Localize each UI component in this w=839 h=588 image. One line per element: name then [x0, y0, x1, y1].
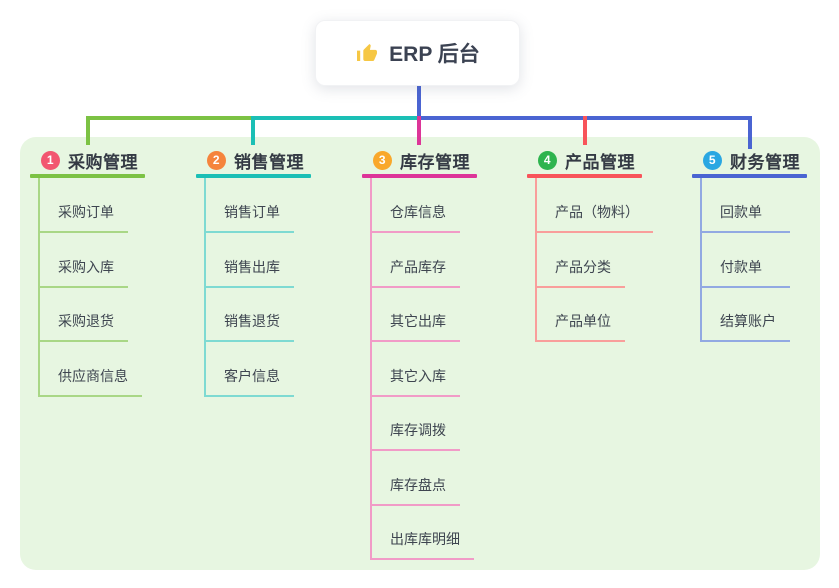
root-node[interactable]: ERP 后台 — [315, 20, 520, 86]
branch-node[interactable]: 2 销售管理 — [207, 148, 304, 172]
connector-stub — [748, 116, 752, 149]
root-connector-line — [417, 85, 421, 118]
child-node[interactable]: 其它出库 — [370, 311, 460, 342]
connector-stub — [86, 116, 90, 145]
branch-number-badge: 1 — [41, 150, 60, 170]
child-node[interactable]: 其它入库 — [370, 366, 460, 397]
branch-number-badge: 4 — [538, 150, 557, 170]
branch-trunk-line — [535, 178, 537, 342]
branch-underline — [196, 174, 311, 178]
connector-stub — [251, 116, 255, 145]
branch-underline — [30, 174, 145, 178]
branch-underline — [362, 174, 477, 178]
connector-stub — [583, 116, 587, 145]
branch-number-badge: 5 — [703, 150, 722, 170]
child-node[interactable]: 销售出库 — [204, 257, 294, 288]
child-node[interactable]: 采购退货 — [38, 311, 128, 342]
branch-underline — [692, 174, 807, 178]
branch-title-label: 财务管理 — [730, 152, 800, 172]
branches-panel — [20, 137, 820, 570]
branch-title-label: 产品管理 — [565, 152, 635, 172]
child-node[interactable]: 采购入库 — [38, 257, 128, 288]
branch-number-badge: 2 — [207, 150, 226, 170]
child-node[interactable]: 产品分类 — [535, 257, 625, 288]
branch-trunk-line — [370, 178, 372, 560]
branch-node[interactable]: 1 采购管理 — [41, 148, 138, 172]
child-node[interactable]: 产品（物料） — [535, 202, 653, 233]
child-node[interactable]: 产品单位 — [535, 311, 625, 342]
branch-title-label: 销售管理 — [234, 152, 304, 172]
connector-stub — [417, 116, 421, 145]
child-node[interactable]: 库存盘点 — [370, 475, 460, 506]
thumbs-up-icon — [355, 41, 379, 65]
branch-node[interactable]: 4 产品管理 — [538, 148, 635, 172]
child-node[interactable]: 仓库信息 — [370, 202, 460, 233]
branch-underline — [527, 174, 642, 178]
child-node[interactable]: 库存调拨 — [370, 420, 460, 451]
child-node[interactable]: 客户信息 — [204, 366, 294, 397]
connector-bar-green — [86, 116, 255, 120]
child-node[interactable]: 回款单 — [700, 202, 790, 233]
connector-bar-teal — [251, 116, 419, 120]
child-node[interactable]: 供应商信息 — [38, 366, 142, 397]
branch-trunk-line — [700, 178, 702, 342]
child-node[interactable]: 采购订单 — [38, 202, 128, 233]
root-title: ERP 后台 — [389, 43, 480, 66]
child-node[interactable]: 出库库明细 — [370, 529, 474, 560]
branch-node[interactable]: 3 库存管理 — [373, 148, 470, 172]
branch-node[interactable]: 5 财务管理 — [703, 148, 800, 172]
child-node[interactable]: 产品库存 — [370, 257, 460, 288]
child-node[interactable]: 销售退货 — [204, 311, 294, 342]
child-node[interactable]: 付款单 — [700, 257, 790, 288]
child-node[interactable]: 结算账户 — [700, 311, 790, 342]
child-node[interactable]: 销售订单 — [204, 202, 294, 233]
branch-title-label: 库存管理 — [400, 152, 470, 172]
branch-title-label: 采购管理 — [68, 152, 138, 172]
branch-number-badge: 3 — [373, 150, 392, 170]
